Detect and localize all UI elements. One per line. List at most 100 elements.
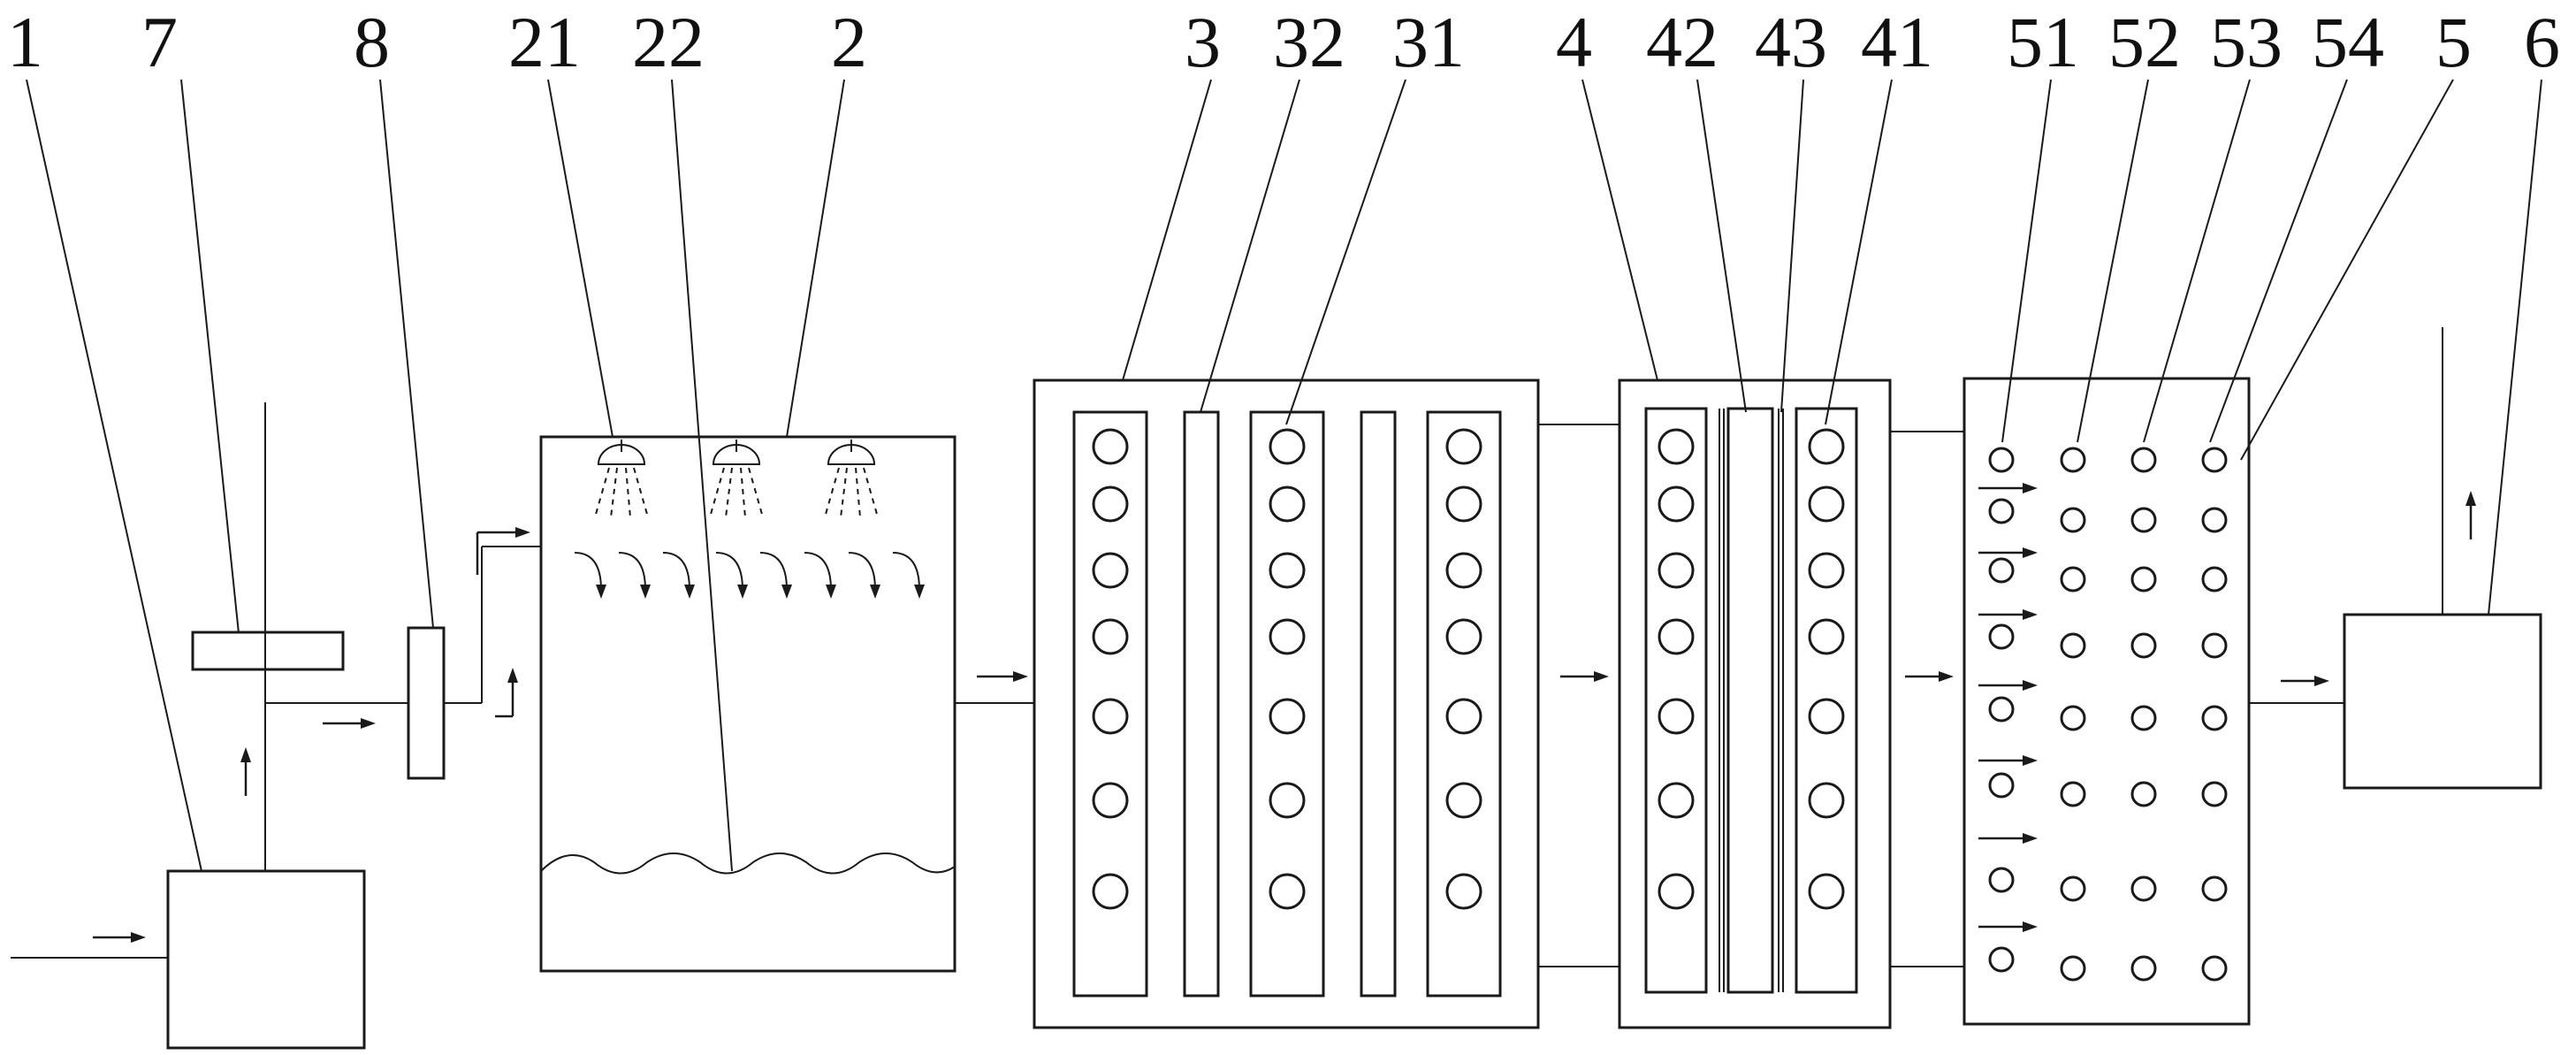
label-22: 22 bbox=[632, 2, 705, 82]
label-42: 42 bbox=[1646, 2, 1719, 82]
hole-grid bbox=[1988, 447, 2228, 982]
circle-hole-icon bbox=[1092, 782, 1129, 819]
label-21: 21 bbox=[508, 2, 581, 82]
circle-hole-icon bbox=[2130, 632, 2157, 659]
circle-hole-icon bbox=[1808, 782, 1845, 819]
component-5-unit bbox=[1962, 377, 2251, 1026]
circle-hole-icon bbox=[2201, 875, 2228, 902]
spray-nozzle-icon bbox=[709, 439, 764, 518]
circle-hole-icon bbox=[2201, 507, 2228, 533]
circle-hole-icon bbox=[1658, 485, 1695, 523]
circle-hole-icon bbox=[1269, 782, 1306, 819]
panel-41 bbox=[1644, 407, 1708, 994]
circle-hole-icon bbox=[2060, 705, 2086, 731]
label-54: 54 bbox=[2312, 2, 2384, 82]
circle-hole-icon bbox=[1092, 873, 1129, 910]
label-4: 4 bbox=[1556, 2, 1592, 82]
pipe-2-to-3 bbox=[955, 671, 1034, 704]
flow-arrow-icon bbox=[240, 747, 251, 796]
circle-hole-icon bbox=[2060, 447, 2086, 473]
circle-hole-icon bbox=[2201, 447, 2228, 473]
component-4-unit bbox=[1618, 378, 1892, 1029]
flow-arrow-head bbox=[2023, 833, 2038, 844]
panel-41 bbox=[1795, 407, 1858, 994]
label-51: 51 bbox=[2007, 2, 2079, 82]
circle-hole-icon bbox=[1988, 498, 2015, 524]
label-43: 43 bbox=[1755, 2, 1827, 82]
label-1: 1 bbox=[7, 2, 43, 82]
flow-arrow-head bbox=[2023, 483, 2038, 493]
circle-hole-icon bbox=[2201, 705, 2228, 731]
circle-hole-icon bbox=[2201, 632, 2228, 659]
flow-arrow-icon bbox=[892, 552, 926, 600]
circle-hole-icon bbox=[2130, 447, 2157, 473]
circle-hole-icon bbox=[1092, 428, 1129, 465]
circle-hole-icon bbox=[1988, 772, 2015, 799]
label-2: 2 bbox=[831, 2, 867, 82]
flow-arrow-head bbox=[2023, 609, 2038, 620]
circle-hole-icon bbox=[2201, 781, 2228, 807]
label-41: 41 bbox=[1861, 2, 1933, 82]
circle-hole-icon bbox=[2060, 955, 2086, 982]
label-31: 31 bbox=[1392, 2, 1465, 82]
circle-hole-icon bbox=[2130, 955, 2157, 982]
component-7-plate bbox=[191, 631, 345, 671]
circle-hole-icon bbox=[1269, 618, 1306, 655]
circle-hole-icon bbox=[1808, 428, 1845, 465]
component-1-box bbox=[11, 869, 366, 1050]
flow-arrow-head bbox=[2023, 547, 2038, 558]
circle-hole-icon bbox=[1445, 698, 1482, 735]
circle-hole-icon bbox=[1988, 557, 2015, 584]
circle-hole-icon bbox=[1658, 782, 1695, 819]
flow-arrow-icon bbox=[574, 552, 607, 600]
panel-31 bbox=[1072, 410, 1148, 998]
circle-hole-icon bbox=[1269, 485, 1306, 523]
panel-31 bbox=[1426, 410, 1502, 998]
membrane-42 bbox=[1726, 407, 1774, 994]
component-3-unit bbox=[1033, 378, 1540, 1029]
flow-arrow-head bbox=[2023, 680, 2038, 691]
pipe-5-to-6 bbox=[2249, 676, 2344, 704]
leader-lines bbox=[26, 79, 2542, 872]
pipe-8-to-2 bbox=[444, 527, 542, 718]
flow-arrow-icon bbox=[323, 718, 376, 729]
pipe-3-to-4 bbox=[1538, 424, 1620, 967]
label-7: 7 bbox=[141, 2, 178, 82]
panel-31 bbox=[1249, 410, 1325, 998]
circle-hole-icon bbox=[1445, 873, 1482, 910]
reference-labels: 1 7 8 21 22 2 3 32 31 4 42 43 41 51 52 5… bbox=[7, 2, 2560, 82]
circle-hole-icon bbox=[1269, 873, 1306, 910]
circle-hole-icon bbox=[1988, 623, 2015, 650]
flow-arrow-icon bbox=[804, 552, 837, 600]
circle-hole-icon bbox=[1445, 782, 1482, 819]
flow-arrow-icon bbox=[618, 552, 652, 600]
circle-hole-icon bbox=[1269, 428, 1306, 465]
pipe-4-to-5 bbox=[1890, 431, 1964, 967]
circle-hole-icon bbox=[1658, 873, 1695, 910]
circle-hole-icon bbox=[1808, 698, 1845, 735]
circle-hole-icon bbox=[1092, 485, 1129, 523]
circle-hole-icon bbox=[2130, 875, 2157, 902]
flow-arrow-head bbox=[2023, 755, 2038, 766]
circle-hole-icon bbox=[2201, 566, 2228, 592]
circle-hole-icon bbox=[1269, 552, 1306, 589]
component-6-box bbox=[2343, 327, 2542, 790]
circle-hole-icon bbox=[2060, 566, 2086, 592]
circle-hole-icon bbox=[2201, 955, 2228, 982]
circle-hole-icon bbox=[1808, 873, 1845, 910]
circle-hole-icon bbox=[1808, 485, 1845, 523]
label-6: 6 bbox=[2524, 2, 2560, 82]
circle-hole-icon bbox=[1445, 485, 1482, 523]
spray-nozzle-icon bbox=[824, 439, 879, 518]
panel-32 bbox=[1360, 410, 1397, 998]
spray-nozzle-icon bbox=[594, 439, 649, 518]
hole-column-group bbox=[1658, 428, 1845, 910]
flow-arrow-icon bbox=[759, 552, 793, 600]
label-8: 8 bbox=[354, 2, 390, 82]
flow-arrow-icon bbox=[495, 668, 518, 718]
circle-hole-icon bbox=[1658, 552, 1695, 589]
circle-hole-icon bbox=[2060, 875, 2086, 902]
circle-hole-icon bbox=[1808, 552, 1845, 589]
flow-arrow-icon bbox=[2465, 491, 2476, 539]
